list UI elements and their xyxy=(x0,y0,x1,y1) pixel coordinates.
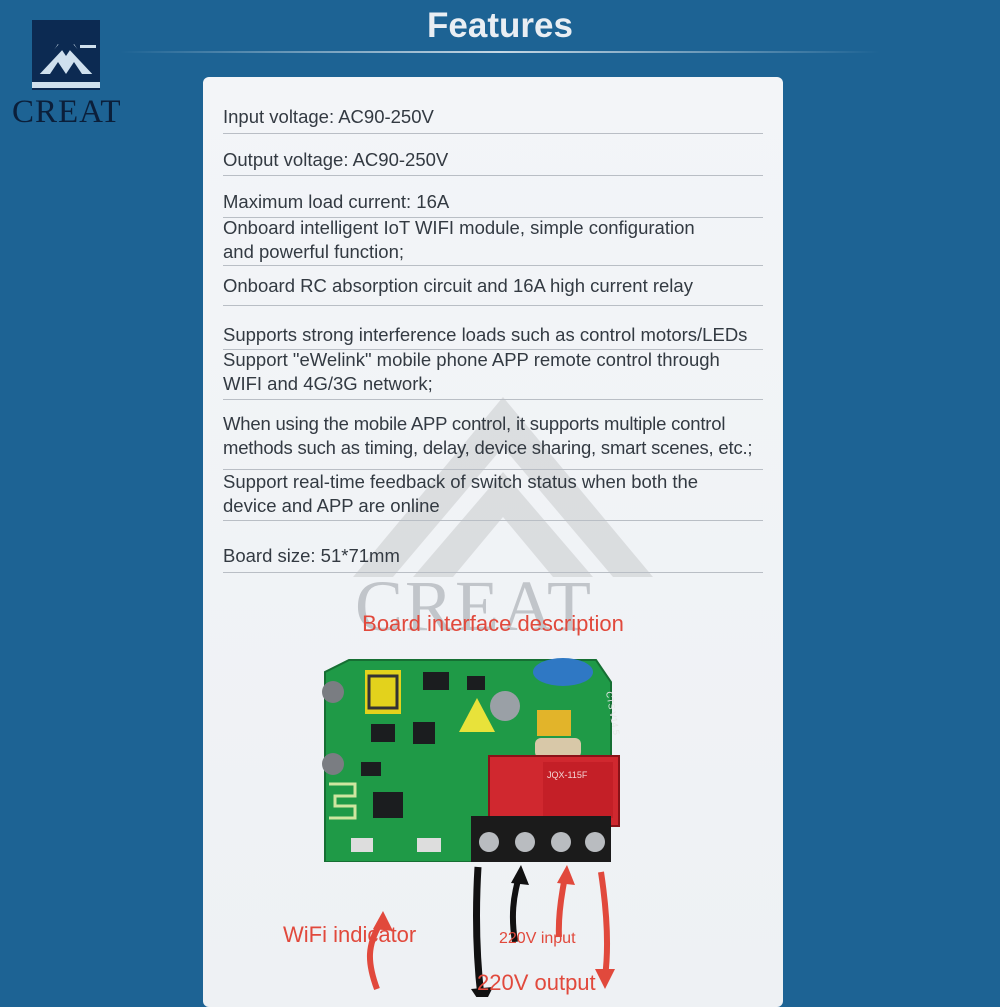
divider xyxy=(223,520,763,521)
relay-label: JQX-115F xyxy=(547,770,588,780)
input-label: 220V input xyxy=(499,930,576,947)
divider xyxy=(223,305,763,306)
feature-input-voltage: Input voltage: AC90-250V xyxy=(223,106,434,127)
feature-board-size: Board size: 51*71mm xyxy=(223,545,400,566)
features-card: CREAT Input voltage: AC90-250V Output vo… xyxy=(203,77,783,1007)
watermark-text: CREAT xyxy=(355,566,594,646)
feature-interference: Supports strong interference loads such … xyxy=(223,324,748,345)
page-title: Features xyxy=(427,6,573,45)
divider xyxy=(223,469,763,470)
divider xyxy=(223,175,763,176)
creat-logo-icon xyxy=(32,20,100,90)
feature-ewelink: Support "eWelink" mobile phone APP remot… xyxy=(223,349,720,394)
divider xyxy=(223,133,763,134)
pcb-board-icon: JQX-115F CTS V14.5 xyxy=(322,658,621,862)
output-label: 220V output xyxy=(477,970,596,995)
arrow-icon xyxy=(366,865,615,997)
divider xyxy=(223,349,763,350)
feature-iot-module: Onboard intelligent IoT WIFI module, sim… xyxy=(223,217,695,262)
divider xyxy=(223,217,763,218)
feature-rc-circuit: Onboard RC absorption circuit and 16A hi… xyxy=(223,275,693,296)
feature-max-current: Maximum load current: 16A xyxy=(223,191,450,212)
divider xyxy=(223,399,763,400)
brand-name: CREAT xyxy=(12,94,122,130)
feature-feedback: Support real-time feedback of switch sta… xyxy=(223,471,699,516)
board-description-title: Board interface description xyxy=(362,611,624,636)
feature-output-voltage: Output voltage: AC90-250V xyxy=(223,149,449,170)
feature-control-methods: When using the mobile APP control, it su… xyxy=(223,413,753,458)
divider xyxy=(223,265,763,266)
divider xyxy=(223,572,763,573)
title-divider xyxy=(120,51,880,53)
wifi-indicator-label: WiFi indicator xyxy=(283,922,417,947)
watermark-logo-icon xyxy=(353,397,653,577)
